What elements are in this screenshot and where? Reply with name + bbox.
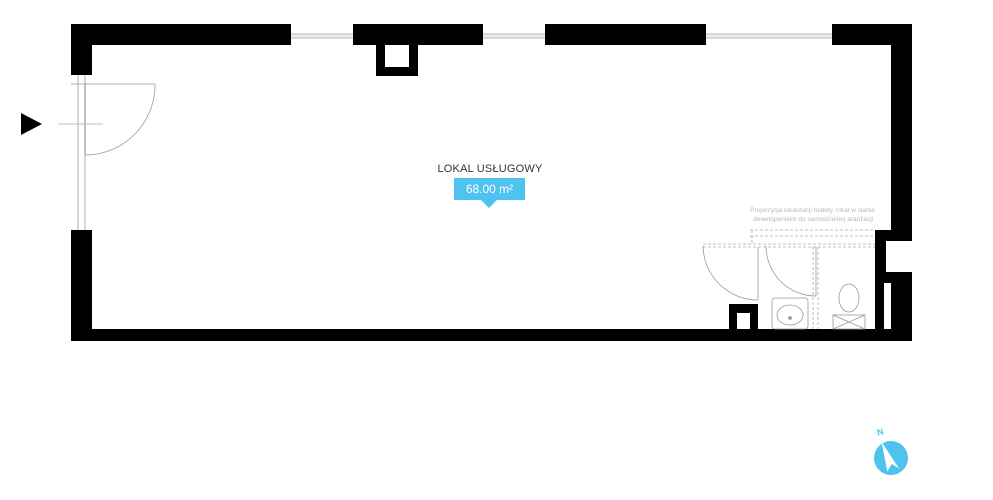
column-top-inner — [385, 45, 409, 67]
wall-left-bottom — [71, 230, 92, 341]
windows — [291, 33, 832, 39]
column-bottom-inner — [737, 313, 750, 329]
toilet-note: Propozycja lokalizacji toalety, lokal w … — [711, 206, 875, 224]
wall-right-lower — [891, 281, 912, 341]
wall-notch-b — [875, 230, 886, 283]
wall-top-1 — [71, 24, 291, 45]
toilet-doors — [702, 245, 817, 301]
entrance-arrow-icon — [21, 113, 42, 135]
wall-bottom — [71, 329, 912, 341]
wall-notch-c — [875, 272, 912, 283]
toilet-note-line-2: deweloperskim do samodzielnej aranżacji. — [753, 216, 875, 223]
compass-icon — [874, 441, 908, 475]
area-badge: 68.00 m² — [454, 178, 525, 208]
toilet-partitions — [703, 229, 875, 329]
toilet-icon — [832, 283, 866, 330]
wall-notch-d — [875, 281, 884, 331]
entrance-door — [71, 75, 156, 230]
sink-icon — [771, 297, 809, 330]
wall-top-2 — [353, 24, 483, 45]
wall-notch-a — [875, 230, 912, 241]
wall-top-3 — [545, 24, 706, 45]
walls — [71, 24, 912, 341]
room-name: LOKAL USŁUGOWY — [437, 163, 543, 175]
toilet-note-line-1: Propozycja lokalizacji toalety, lokal w … — [750, 207, 875, 214]
wall-right-upper — [891, 24, 912, 241]
